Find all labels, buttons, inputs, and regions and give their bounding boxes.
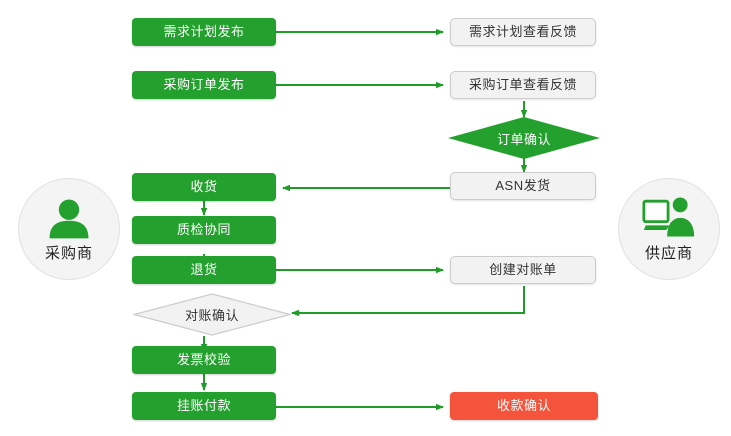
node-label: 发票校验 (176, 352, 231, 368)
node-label: 质检协同 (176, 222, 231, 238)
actor-buyer-label: 采购商 (44, 245, 93, 262)
node-goods-receipt[interactable]: 收货 (132, 173, 276, 201)
node-label: 需求计划发布 (163, 24, 245, 40)
node-po-publish[interactable]: 采购订单发布 (132, 71, 276, 99)
node-label: 挂账付款 (176, 398, 231, 414)
node-receipt-confirm[interactable]: 收款确认 (450, 392, 598, 420)
node-order-confirm[interactable]: 订单确认 (448, 117, 600, 159)
node-label: 退货 (190, 262, 218, 278)
person-computer-icon (642, 195, 696, 239)
node-reconcile-confirm[interactable]: 对账确认 (133, 293, 291, 336)
diamond-shape (133, 293, 291, 336)
node-label: 采购订单发布 (163, 77, 245, 93)
node-label: 对账确认 (184, 308, 239, 323)
node-po-feedback[interactable]: 采购订单查看反馈 (450, 71, 596, 99)
node-label: 订单确认 (496, 131, 551, 147)
edge-create-statement-to-reconcile (291, 286, 525, 317)
node-return-goods[interactable]: 退货 (132, 256, 276, 284)
node-label: ASN发货 (495, 178, 551, 194)
actor-supplier[interactable]: 供应商 (618, 178, 720, 280)
node-payable-payment[interactable]: 挂账付款 (132, 392, 276, 420)
node-demand-plan-publish[interactable]: 需求计划发布 (132, 18, 276, 46)
node-label: 收款确认 (496, 398, 551, 414)
diamond-shape (448, 117, 600, 159)
node-demand-plan-feedback[interactable]: 需求计划查看反馈 (450, 18, 596, 46)
node-label: 创建对账单 (489, 262, 557, 278)
node-asn-shipment[interactable]: ASN发货 (450, 172, 596, 200)
node-invoice-verify[interactable]: 发票校验 (132, 346, 276, 374)
actor-supplier-label: 供应商 (644, 245, 693, 262)
node-create-statement[interactable]: 创建对账单 (450, 256, 596, 284)
node-label: 采购订单查看反馈 (468, 77, 577, 93)
node-quality-collab[interactable]: 质检协同 (132, 216, 276, 244)
person-icon (42, 195, 96, 239)
actor-buyer[interactable]: 采购商 (18, 178, 120, 280)
node-label: 收货 (190, 179, 218, 195)
node-label: 需求计划查看反馈 (468, 24, 577, 40)
